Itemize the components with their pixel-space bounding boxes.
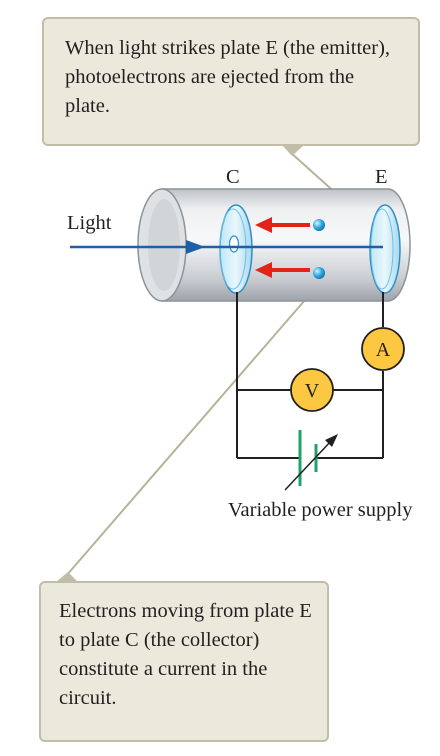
circuit-wires <box>236 292 384 459</box>
vacuum-tube <box>137 188 411 302</box>
voltmeter-letter: V <box>305 380 320 402</box>
emitter-label: E <box>375 166 388 188</box>
pointer-bottom-tab <box>56 572 78 582</box>
emitter-callout: When light strikes plate E (the emitter)… <box>42 17 420 146</box>
pointer-bottom-line <box>65 284 319 577</box>
ammeter: A <box>361 327 405 371</box>
electron-upper <box>313 219 325 231</box>
collector-hole <box>228 235 240 253</box>
electron-arrow-lower <box>255 262 272 278</box>
light-beam <box>70 240 383 254</box>
electron-arrow-upper <box>255 217 272 233</box>
light-beam-arrowhead <box>186 240 205 254</box>
ammeter-letter: A <box>376 339 391 361</box>
pointer-top-tab <box>282 145 304 156</box>
collector-plate <box>219 204 253 294</box>
electron-lower <box>313 267 325 279</box>
variable-battery <box>284 430 338 491</box>
electron-flow <box>255 217 325 279</box>
power-supply-label: Variable power supply <box>228 499 413 521</box>
collector-label: C <box>226 166 240 188</box>
variable-arrow-head <box>325 434 338 447</box>
emitter-plate <box>369 204 401 294</box>
current-callout: Electrons moving from plate E to plate C… <box>39 581 329 742</box>
tube-left-end-inner <box>148 199 180 291</box>
light-label: Light <box>67 212 112 234</box>
voltmeter: V <box>290 368 334 412</box>
variable-arrow-shaft <box>284 439 333 491</box>
